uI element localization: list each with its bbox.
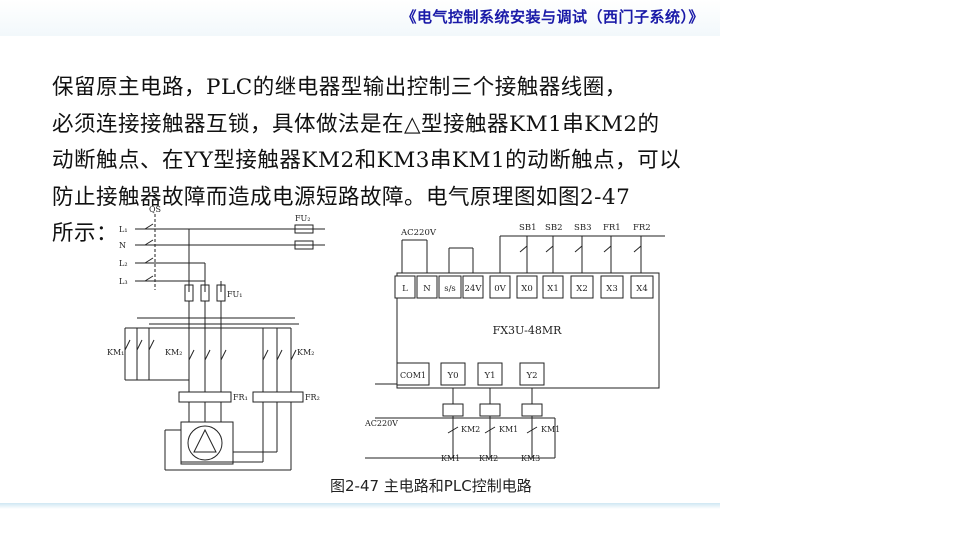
terminal-ss: s/s	[444, 284, 456, 294]
terminal-com1: COM1	[400, 371, 426, 380]
line-label-l3: L₃	[119, 277, 128, 286]
paragraph-line: 保留原主电路，PLC的继电器型输出控制三个接触器线圈，	[52, 75, 627, 100]
qs-label: QS	[149, 205, 161, 214]
course-title: 《电气控制系统安装与调试（西门子系统）》	[401, 8, 704, 26]
button-label-sb1: SB1	[519, 223, 536, 233]
header-band	[0, 0, 720, 36]
coil-label-km2: KM2	[479, 454, 498, 463]
paragraph-line: 动断触点、在YY型接触器KM2和KM3串KM1的动断触点，可以	[52, 148, 682, 173]
line-label-l1: L₁	[119, 225, 128, 234]
terminal-l: L	[402, 284, 408, 294]
fu2-label: FU₂	[295, 214, 311, 223]
paragraph-line: 所示：	[52, 221, 119, 246]
interlock-label-km1-a: KM1	[499, 425, 518, 434]
plc-supply-label: AC220V	[400, 228, 437, 238]
slide: 《电气控制系统安装与调试（西门子系统）》 保留原主电路，PLC的继电器型输出控制…	[0, 0, 720, 509]
interlock-label-km1-b: KM1	[541, 425, 560, 434]
fr2-label: FR₂	[305, 393, 320, 402]
terminal-x2: X2	[576, 284, 587, 294]
terminal-0v: 0V	[494, 284, 506, 294]
fu1-label: FU₁	[227, 290, 243, 299]
terminal-y2: Y2	[525, 371, 537, 381]
paragraph-line: 必须连接接触器互锁，具体做法是在△型接触器KM1串KM2的	[52, 111, 660, 137]
terminal-24v: 24V	[465, 284, 483, 294]
footer-line	[0, 503, 720, 509]
button-label-fr1: FR1	[603, 223, 621, 233]
terminal-x1: X1	[547, 284, 558, 294]
terminal-n: N	[423, 284, 431, 294]
fr1-label: FR₁	[233, 393, 248, 402]
output-supply-label: AC220V	[364, 419, 398, 428]
plc-control-diagram: AC220V SB1 SB2 SB3 FR1 FR2 L N s/s 24V 0…	[364, 223, 665, 463]
button-label-fr2: FR2	[633, 223, 651, 233]
terminal-x0: X0	[521, 284, 532, 294]
km-label-left: KM₁	[107, 348, 124, 357]
terminal-y0: Y0	[446, 371, 458, 381]
body-paragraph: 保留原主电路，PLC的继电器型输出控制三个接触器线圈， 必须连接接触器互锁，具体…	[52, 70, 692, 253]
figure-caption: 图2-47 主电路和PLC控制电路	[330, 477, 532, 495]
terminal-y1: Y1	[483, 371, 495, 381]
coil-label-km3: KM3	[521, 454, 540, 463]
paragraph-line: 防止接触器故障而造成电源短路故障。电气原理图如图2-47	[52, 184, 631, 210]
coil-label-km1: KM1	[441, 454, 460, 463]
km-label-right: KM₂	[297, 348, 314, 357]
plc-model-label: FX3U-48MR	[493, 324, 563, 337]
line-label-l2: L₂	[119, 259, 128, 268]
main-circuit-diagram: L₁ N L₂ L₃ QS FU₂ FU₁ KM₁ KM₂ KM₂ FR₁ FR…	[107, 205, 325, 471]
button-label-sb3: SB3	[574, 223, 591, 233]
km-label-middle: KM₂	[165, 348, 182, 357]
terminal-x3: X3	[606, 284, 617, 294]
terminal-x4: X4	[636, 284, 647, 294]
button-label-sb2: SB2	[545, 223, 562, 233]
line-label-n: N	[119, 241, 126, 250]
interlock-label-km2: KM2	[461, 425, 480, 434]
